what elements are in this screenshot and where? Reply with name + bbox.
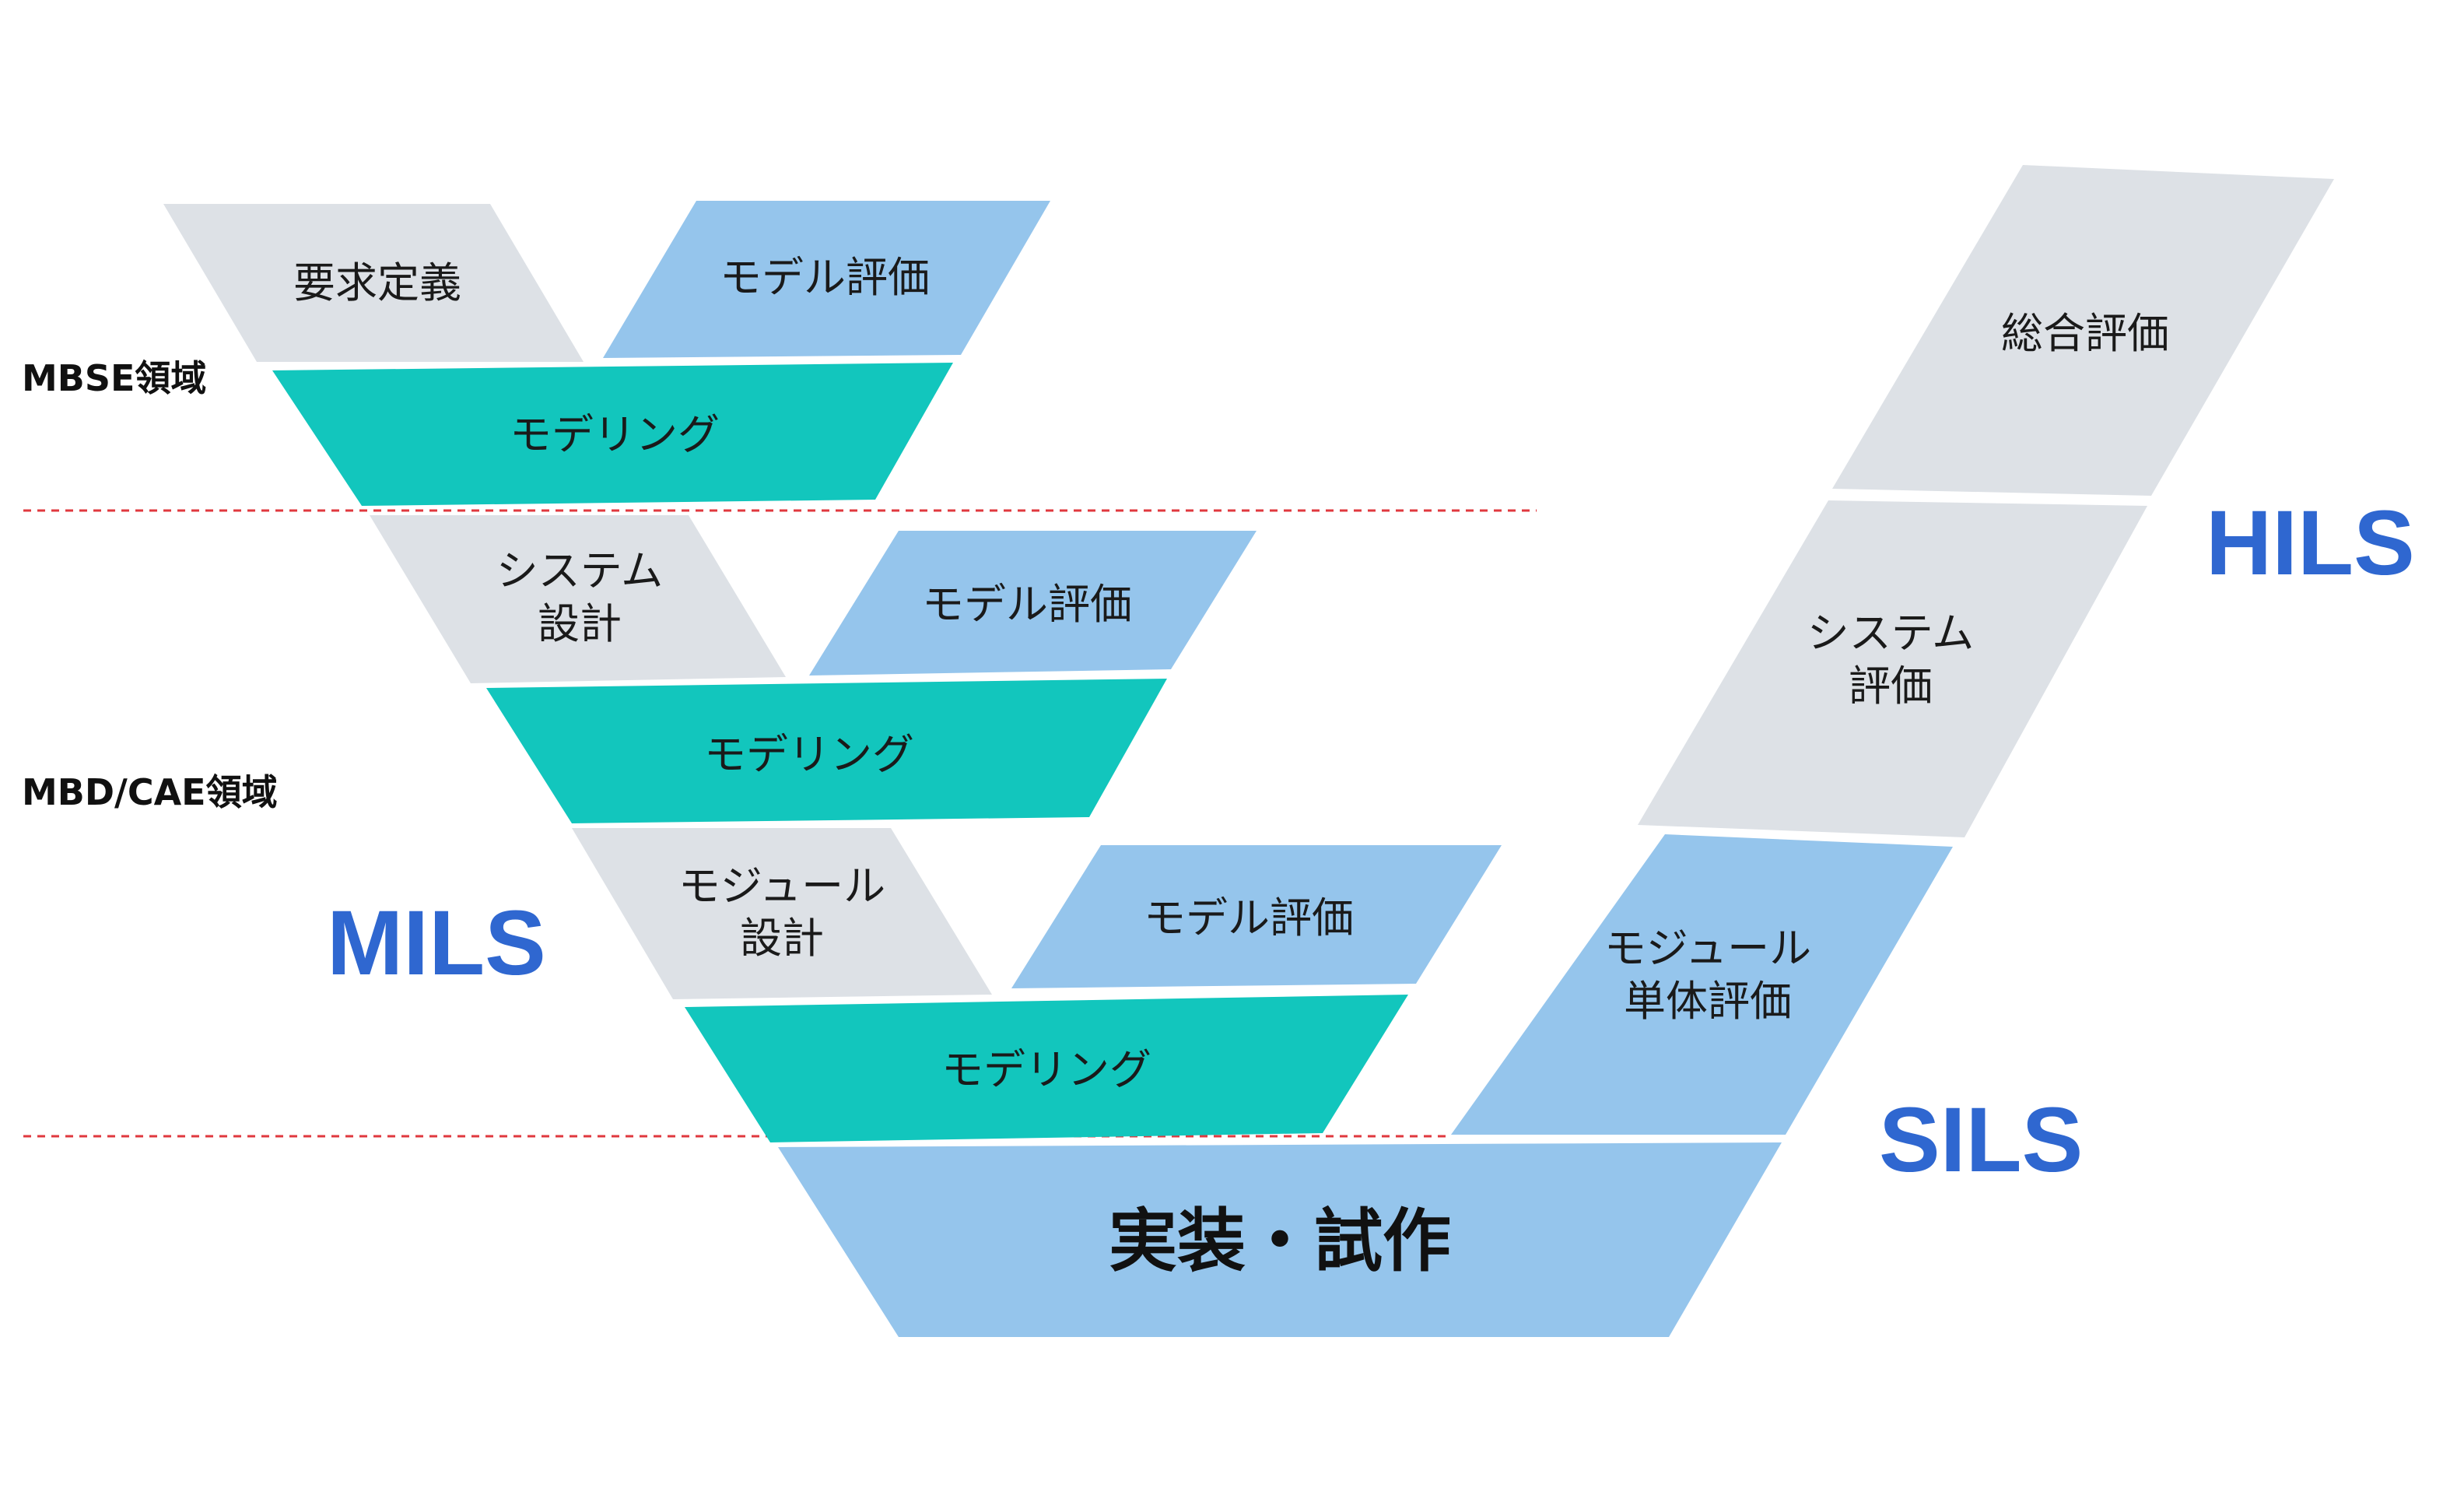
system-evaluation-label-line2: 評価	[1849, 662, 1933, 711]
mils-label: MILS	[327, 892, 546, 995]
system-evaluation-shape	[1638, 500, 2147, 837]
overall-evaluation-shape	[1832, 165, 2334, 496]
tier3-model-evaluation-shape	[1011, 845, 1502, 988]
tier2-model-evaluation-shape	[809, 531, 1257, 676]
module-unit-evaluation-shape	[1451, 834, 1953, 1135]
module-unit-evaluation-label-line2: 単体評価	[1624, 977, 1792, 1026]
implementation-prototype-shape	[778, 1142, 1782, 1337]
system-evaluation-label-line1: システム	[1807, 609, 1974, 658]
tier2-modeling-shape	[486, 679, 1167, 823]
tier1-model-evaluation-shape	[603, 201, 1050, 358]
tier1-modeling-shape	[272, 363, 953, 506]
requirement-definition-shape	[163, 204, 584, 362]
mbd-cae-zone-label: MBD/CAE領域	[22, 771, 278, 813]
sils-label: SILS	[1879, 1089, 2083, 1191]
module-design-label-line1: モジュール	[678, 862, 885, 911]
module-unit-evaluation-label-line1: モジュール	[1604, 924, 1811, 973]
requirement-definition-label: 要求定義	[293, 258, 461, 307]
implementation-prototype-label: 実装・試作	[1109, 1201, 1451, 1281]
tier3-model-evaluation-label: モデル評価	[1144, 893, 1354, 942]
overall-evaluation-label: 総合評価	[2001, 309, 2169, 358]
hils-label: HILS	[2206, 492, 2415, 595]
mbse-zone-label: MBSE領域	[22, 357, 206, 399]
tier3-modeling-shape	[685, 995, 1408, 1142]
tier1-modeling-label: モデリング	[510, 410, 720, 459]
system-design-label-line2: 設計	[538, 599, 622, 648]
system-design-label-line1: システム	[496, 546, 663, 595]
tier2-model-evaluation-label: モデル評価	[922, 580, 1132, 629]
system-design-shape	[370, 515, 786, 683]
tier1-model-evaluation-label: モデル評価	[720, 253, 930, 302]
module-design-shape	[572, 828, 992, 999]
tier3-modeling-label: モデリング	[941, 1045, 1151, 1094]
tier2-modeling-label: モデリング	[704, 730, 914, 779]
module-design-label-line2: 設計	[740, 914, 824, 963]
